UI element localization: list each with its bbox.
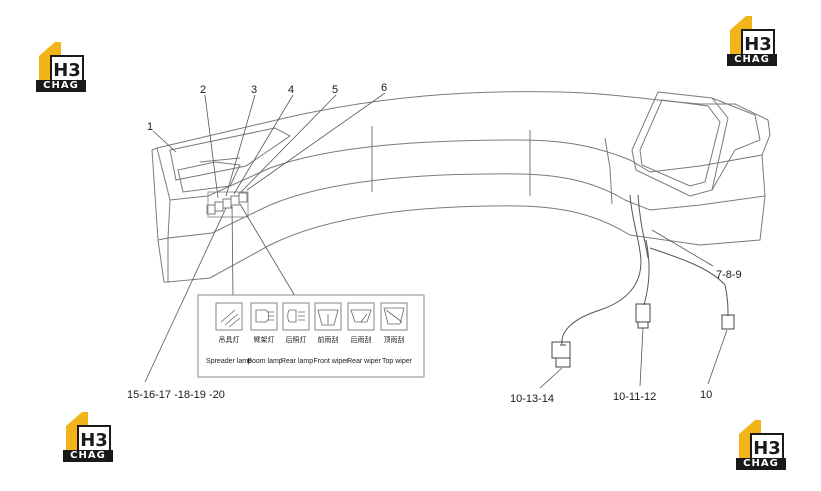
callout-3: 3 <box>251 84 257 96</box>
callout-5: 5 <box>332 84 338 96</box>
callout-1: 1 <box>147 121 153 133</box>
logo-mark: H3 <box>53 60 81 81</box>
switch-label-cn-3: 后照灯 <box>286 335 307 344</box>
logo-mark: H3 <box>753 438 781 459</box>
callout-15-20: 15-16-17 -18-19 -20 <box>127 389 225 401</box>
connector-10 <box>721 314 735 330</box>
connector-10-13-14 <box>551 341 571 368</box>
switch-cluster <box>206 191 249 218</box>
brand-logo-top-right: H3 CHAG <box>724 12 780 68</box>
brand-logo-bottom-left: H3 CHAG <box>60 408 116 464</box>
callout-10-13-14: 10-13-14 <box>510 393 554 405</box>
top-wiper-icon <box>380 302 408 331</box>
switch-label-en-3: Rear lamp <box>281 358 313 365</box>
logo-text: CHAG <box>63 450 113 462</box>
console-upper-face <box>156 134 771 201</box>
front-wiper-icon <box>314 302 342 331</box>
logo-text: CHAG <box>736 458 786 470</box>
monitor-outer <box>631 91 729 197</box>
switch-label-cn-6: 顶雨刮 <box>384 335 405 344</box>
switch-label-cn-5: 后雨刮 <box>351 335 372 344</box>
monitor-screen <box>639 99 721 187</box>
spreader-lamp-icon <box>215 302 243 331</box>
switch-label-en-5: Rear wiper <box>347 358 382 365</box>
callout-6: 6 <box>381 82 387 94</box>
rear-wiper-icon <box>347 302 375 331</box>
rear-lamp-icon <box>282 302 310 331</box>
console-left-side-inner <box>151 147 169 241</box>
boom-lamp-icon <box>250 302 278 331</box>
callout-10-11-12: 10-11-12 <box>613 391 656 403</box>
logo-text: CHAG <box>36 80 86 92</box>
switch-label-en-6: Top wiper <box>382 358 413 365</box>
console-left-side <box>151 149 170 283</box>
logo-mark: H3 <box>744 34 772 55</box>
switch-label-en-1: Spreader lamp <box>206 358 252 365</box>
brand-logo-top-left: H3 CHAG <box>33 38 89 94</box>
switch-label-en-2: Boom lamp <box>247 358 283 365</box>
switch-label-cn-4: 前雨刮 <box>318 335 339 344</box>
callout-2: 2 <box>200 84 206 96</box>
connector-10-11-12 <box>635 303 651 329</box>
console-top-edge <box>156 91 771 149</box>
display-recess <box>169 127 291 181</box>
logo-mark: H3 <box>80 430 108 451</box>
callout-4: 4 <box>288 84 294 96</box>
console-lower-face <box>167 154 766 239</box>
callout-7-8-9: 7-8-9 <box>716 269 742 281</box>
logo-text: CHAG <box>727 54 777 66</box>
harness-branch-1 <box>643 239 650 306</box>
switch-label-cn-1: 吊具灯 <box>219 335 240 344</box>
switch-label-en-4: Front wiper <box>313 358 349 365</box>
harness-main <box>561 194 642 346</box>
switch-label-cn-2: 臂架灯 <box>254 335 275 344</box>
console-bottom-edge <box>167 195 766 283</box>
switch-legend-panel: 吊具灯 臂架灯 后照灯 前雨刮 后雨刮 顶雨刮 Spreader lamp Bo… <box>197 294 425 378</box>
harness-branch-2 <box>649 247 729 317</box>
callout-10: 10 <box>700 389 712 401</box>
brand-logo-bottom-right: H3 CHAG <box>733 416 789 472</box>
